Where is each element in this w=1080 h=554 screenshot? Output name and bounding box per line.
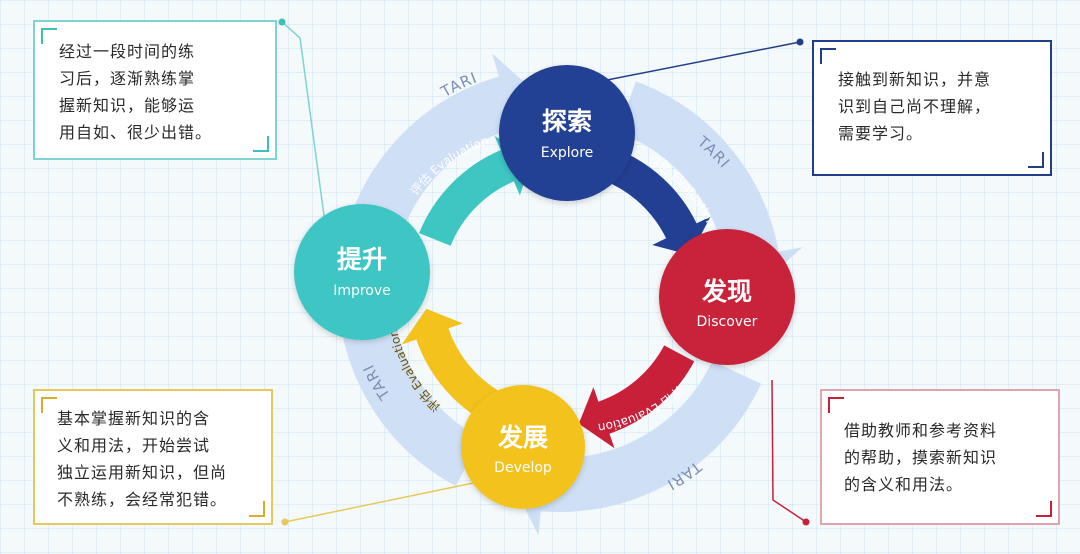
- bracket-top-left: [41, 397, 57, 413]
- inner-arc-develop-improve: [401, 308, 498, 419]
- node-explore-subtitle: Explore: [541, 145, 594, 161]
- bracket-bottom-right: [253, 136, 269, 152]
- node-discover-title: 发现: [701, 277, 752, 306]
- note-discover-text: 借助教师和参考资料 的帮助，摸索新知识 的含义和用法。: [844, 421, 998, 494]
- bracket-top-left: [828, 397, 844, 413]
- bracket-top-left: [820, 48, 836, 64]
- inner-arcs: [401, 136, 711, 449]
- connector-dot-discover: [802, 518, 810, 526]
- inner-arc-discover-develop: [578, 345, 695, 449]
- note-discover: 借助教师和参考资料 的帮助，摸索新知识 的含义和用法。: [820, 389, 1060, 525]
- inner-arc-explore-discover: [604, 149, 711, 256]
- bracket-top-left: [41, 28, 57, 44]
- bracket-bottom-right: [249, 501, 265, 517]
- inner-arc-improve-explore: [419, 136, 532, 246]
- node-improve-title: 提升: [337, 245, 387, 274]
- node-develop-title: 发展: [497, 423, 548, 452]
- node-discover: 发现 Discover: [659, 229, 795, 365]
- node-improve: 提升 Improve: [294, 204, 430, 340]
- connector-develop: [284, 481, 479, 523]
- node-explore-title: 探索: [542, 107, 592, 136]
- connector-explore: [606, 41, 801, 81]
- connector-dot-explore: [796, 38, 804, 46]
- node-discover-subtitle: Discover: [697, 314, 758, 330]
- note-explore-text: 接触到新知识，并意 识到自己尚不理解， 需要学习。: [838, 70, 992, 143]
- connector-discover: [771, 379, 807, 523]
- node-explore: 探索 Explore: [499, 65, 635, 201]
- bracket-bottom-right: [1028, 152, 1044, 168]
- connector-dot-develop: [281, 518, 289, 526]
- note-explore: 接触到新知识，并意 识到自己尚不理解， 需要学习。: [812, 40, 1052, 176]
- node-develop: 发展 Develop: [461, 385, 585, 509]
- bracket-bottom-right: [1036, 501, 1052, 517]
- note-improve-text: 经过一段时间的练 习后，逐渐熟练掌 握新知识，能够运 用自如、很少出错。: [59, 42, 213, 142]
- note-develop: 基本掌握新知识的含 义和用法，开始尝试 独立运用新知识，但尚 不熟练，会经常犯错…: [33, 389, 273, 525]
- node-improve-subtitle: Improve: [333, 283, 391, 299]
- note-improve: 经过一段时间的练 习后，逐渐熟练掌 握新知识，能够运 用自如、很少出错。: [33, 20, 277, 160]
- node-develop-subtitle: Develop: [494, 460, 552, 476]
- outer-arc-discover-develop: [509, 361, 762, 536]
- note-develop-text: 基本掌握新知识的含 义和用法，开始尝试 独立运用新知识，但尚 不熟练，会经常犯错…: [57, 409, 228, 509]
- connectors: [278, 18, 810, 526]
- connector-improve: [281, 21, 331, 261]
- connector-dot-improve: [278, 18, 286, 26]
